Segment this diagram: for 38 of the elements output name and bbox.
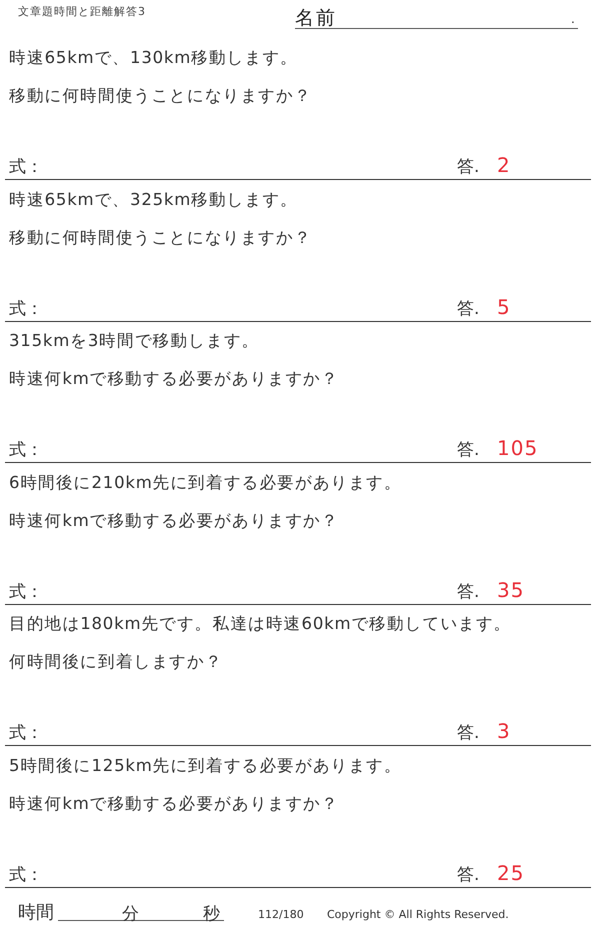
question-text: 目的地は180km先です。私達は時速60kmで移動しています。 <box>9 613 512 635</box>
worksheet-title: 文章題時間と距離解答3 <box>18 4 146 19</box>
question-text: 5時間後に125km先に到着する必要があります。 <box>9 754 402 776</box>
answer-value: 2 <box>497 153 511 177</box>
formula-label: 式： <box>9 156 43 178</box>
formula-label: 式： <box>9 580 43 602</box>
question-text: 6時間後に210km先に到着する必要があります。 <box>9 472 402 494</box>
formula-label: 式： <box>9 864 43 886</box>
question-text: 移動に何時間使うことになりますか？ <box>9 85 312 107</box>
page-number: 112/180 <box>258 908 304 921</box>
answer-value: 25 <box>497 860 524 884</box>
answer-value: 3 <box>497 719 511 743</box>
answer-label: 答. <box>457 864 480 886</box>
answer-label: 答. <box>457 722 480 744</box>
answer-label: 答. <box>457 439 480 461</box>
period-mark: . <box>571 12 575 26</box>
question-text: 移動に何時間使うことになりますか？ <box>9 226 312 248</box>
question-text: 何時間後に到着しますか？ <box>9 651 223 673</box>
seconds-label: 秒 <box>203 903 220 925</box>
question-text: 時速65kmで、325km移動します。 <box>9 188 298 210</box>
formula-label: 式： <box>9 439 43 461</box>
copyright-text: Copyright © All Rights Reserved. <box>327 908 509 921</box>
answer-value: 35 <box>497 578 524 602</box>
question-text: 315kmを3時間で移動します。 <box>9 330 260 352</box>
question-text: 時速何kmで移動する必要がありますか？ <box>9 510 339 532</box>
answer-label: 答. <box>457 156 480 178</box>
answer-value: 105 <box>497 436 538 460</box>
formula-label: 式： <box>9 722 43 744</box>
answer-label: 答. <box>457 580 480 602</box>
question-text: 時速何kmで移動する必要がありますか？ <box>9 792 339 814</box>
answer-value: 5 <box>497 294 511 318</box>
formula-label: 式： <box>9 298 43 320</box>
name-label: 名前 <box>295 6 337 31</box>
time-label: 時間 <box>18 901 54 924</box>
question-text: 時速65kmで、130km移動します。 <box>9 47 298 69</box>
minutes-label: 分 <box>122 903 139 925</box>
answer-label: 答. <box>457 298 480 320</box>
question-text: 時速何kmで移動する必要がありますか？ <box>9 368 339 390</box>
